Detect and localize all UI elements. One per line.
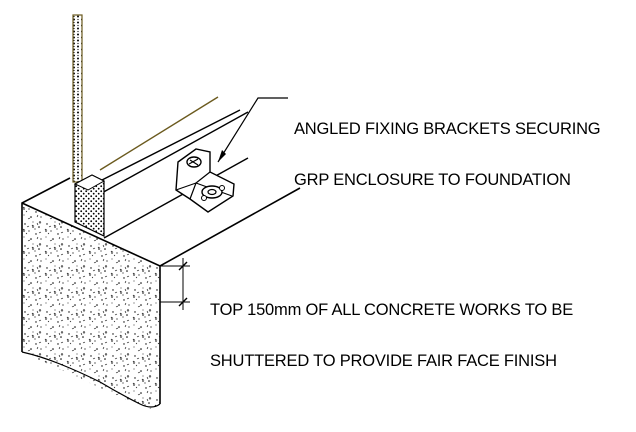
angle-bracket-icon [175, 148, 235, 213]
dimension-tick-icon [160, 258, 190, 310]
shuttering-annotation-line1: TOP 150mm OF ALL CONCRETE WORKS TO BE [210, 301, 574, 319]
foundation-top-back-edge [99, 111, 249, 195]
enclosure-rail-top [99, 96, 219, 171]
enclosure-post [72, 14, 83, 183]
bracket-leader-arrow [218, 150, 226, 162]
concrete-front-face [22, 203, 160, 409]
concrete-broken-edge [21, 351, 161, 408]
enclosure-rail-mid [101, 109, 241, 181]
foundation-top-back-edge-2 [103, 157, 249, 239]
bracket-leader-line [217, 97, 288, 163]
shuttering-annotation: TOP 150mm OF ALL CONCRETE WORKS TO BE SH… [210, 268, 573, 404]
bracket-annotation-line2: GRP ENCLOSURE TO FOUNDATION [294, 171, 571, 189]
shuttering-annotation-line2: SHUTTERED TO PROVIDE FAIR FACE FINISH [210, 352, 557, 370]
bolt-washer-icon [186, 156, 225, 201]
bracket-annotation-line1: ANGLED FIXING BRACKETS SECURING [294, 120, 601, 138]
bracket-annotation: ANGLED FIXING BRACKETS SECURING GRP ENCL… [294, 87, 601, 223]
